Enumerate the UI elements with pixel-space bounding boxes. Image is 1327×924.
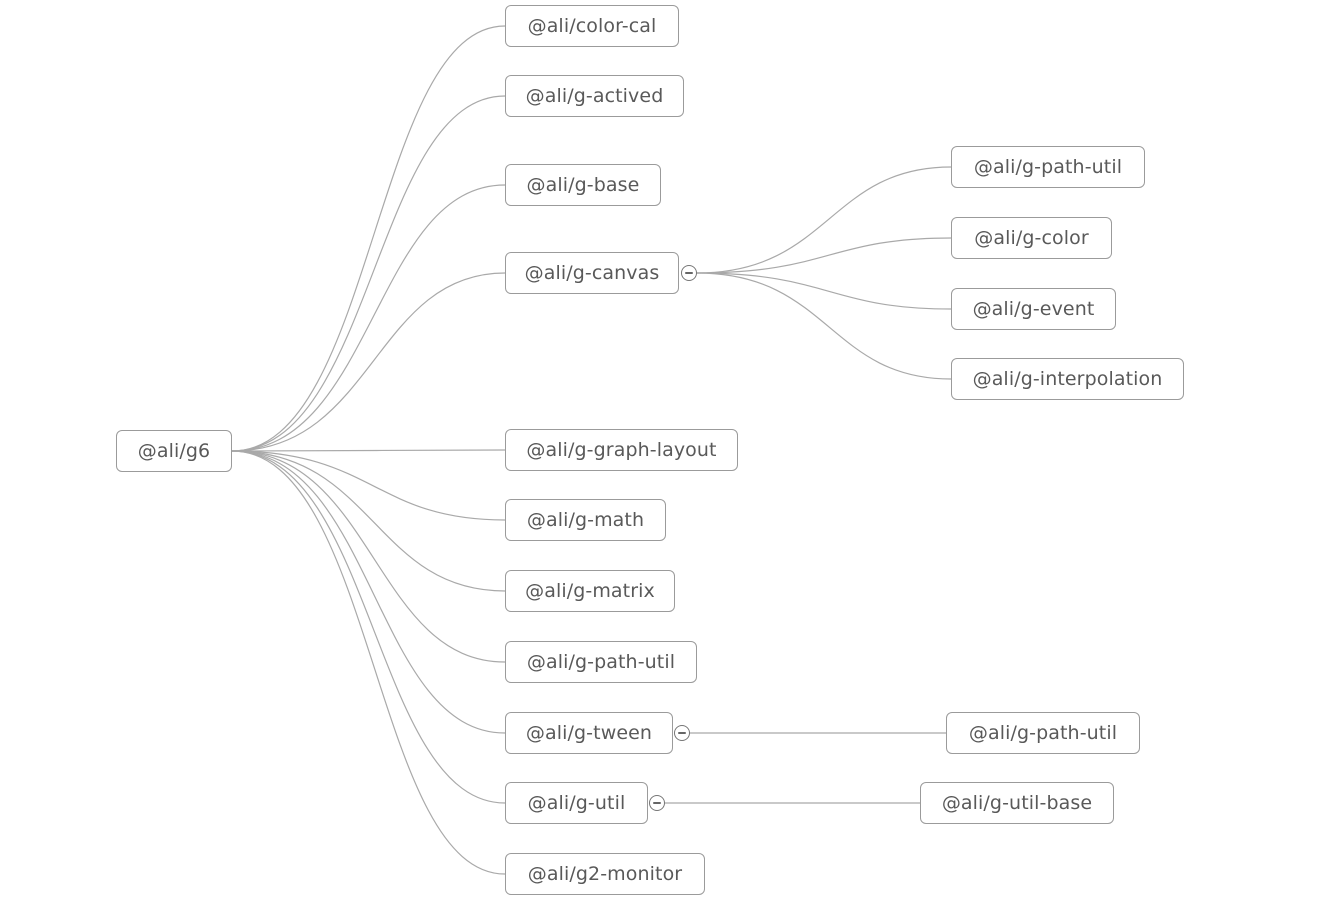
node-label: @ali/g-base <box>526 173 640 196</box>
node-g-event[interactable]: @ali/g-event <box>951 288 1116 330</box>
collapse-minus-icon-g-util[interactable] <box>649 795 665 811</box>
node-g-tween[interactable]: @ali/g-tween <box>505 712 673 754</box>
node-g-path-util-t[interactable]: @ali/g-path-util <box>946 712 1140 754</box>
edge-root-to-g-canvas <box>231 272 506 452</box>
node-label: @ali/g-event <box>972 297 1095 320</box>
node-label: @ali/g-util <box>527 791 626 814</box>
node-g-util-base[interactable]: @ali/g-util-base <box>920 782 1114 824</box>
node-g-canvas[interactable]: @ali/g-canvas <box>505 252 679 294</box>
node-g-color[interactable]: @ali/g-color <box>951 217 1112 259</box>
edge-root-to-color-cal <box>231 25 506 452</box>
node-g-interpolation[interactable]: @ali/g-interpolation <box>951 358 1184 400</box>
node-label: @ali/g-path-util <box>968 721 1118 744</box>
edge-root-to-g-tween <box>231 450 506 734</box>
node-label: @ali/g-matrix <box>525 579 655 602</box>
node-label: @ali/g-path-util <box>973 155 1123 178</box>
edge-g-canvas-to-g-color <box>696 237 952 274</box>
node-g-matrix[interactable]: @ali/g-matrix <box>505 570 675 612</box>
minus-bar <box>685 272 693 274</box>
node-label: @ali/g-path-util <box>526 650 676 673</box>
edge-root-to-g-graph-layout <box>231 449 506 452</box>
node-label: @ali/g6 <box>137 439 211 462</box>
minus-bar <box>653 802 661 804</box>
node-label: @ali/g2-monitor <box>527 862 683 885</box>
collapse-minus-icon-g-tween[interactable] <box>674 725 690 741</box>
node-root[interactable]: @ali/g6 <box>116 430 232 472</box>
minus-bar <box>678 732 686 734</box>
edge-root-to-g-matrix <box>231 450 506 592</box>
node-g-math[interactable]: @ali/g-math <box>505 499 666 541</box>
edge-g-canvas-to-g-path-util-c <box>696 166 952 274</box>
node-label: @ali/g-math <box>526 508 645 531</box>
node-label: @ali/g-color <box>974 226 1089 249</box>
edge-root-to-g-util <box>231 450 506 804</box>
node-g2-monitor[interactable]: @ali/g2-monitor <box>505 853 705 895</box>
edge-root-to-g-path-util-m <box>231 450 506 663</box>
node-label: @ali/g-actived <box>525 84 664 107</box>
node-label: @ali/g-util-base <box>941 791 1093 814</box>
node-g-path-util-m[interactable]: @ali/g-path-util <box>505 641 697 683</box>
node-label: @ali/g-interpolation <box>972 367 1163 390</box>
node-label: @ali/g-graph-layout <box>526 438 717 461</box>
edge-root-to-g-base <box>231 184 506 452</box>
node-g-graph-layout[interactable]: @ali/g-graph-layout <box>505 429 738 471</box>
edge-root-to-g-math <box>231 450 506 521</box>
edge-g-canvas-to-g-event <box>696 272 952 310</box>
edge-root-to-g-actived <box>231 95 506 452</box>
node-g-util[interactable]: @ali/g-util <box>505 782 648 824</box>
node-color-cal[interactable]: @ali/color-cal <box>505 5 679 47</box>
edge-root-to-g2-monitor <box>231 450 506 875</box>
node-g-path-util-c[interactable]: @ali/g-path-util <box>951 146 1145 188</box>
node-g-actived[interactable]: @ali/g-actived <box>505 75 684 117</box>
node-label: @ali/g-canvas <box>524 261 660 284</box>
collapse-minus-icon-g-canvas[interactable] <box>681 265 697 281</box>
edge-g-canvas-to-g-interpolation <box>696 272 952 380</box>
node-label: @ali/g-tween <box>525 721 653 744</box>
node-label: @ali/color-cal <box>527 14 657 37</box>
node-g-base[interactable]: @ali/g-base <box>505 164 661 206</box>
